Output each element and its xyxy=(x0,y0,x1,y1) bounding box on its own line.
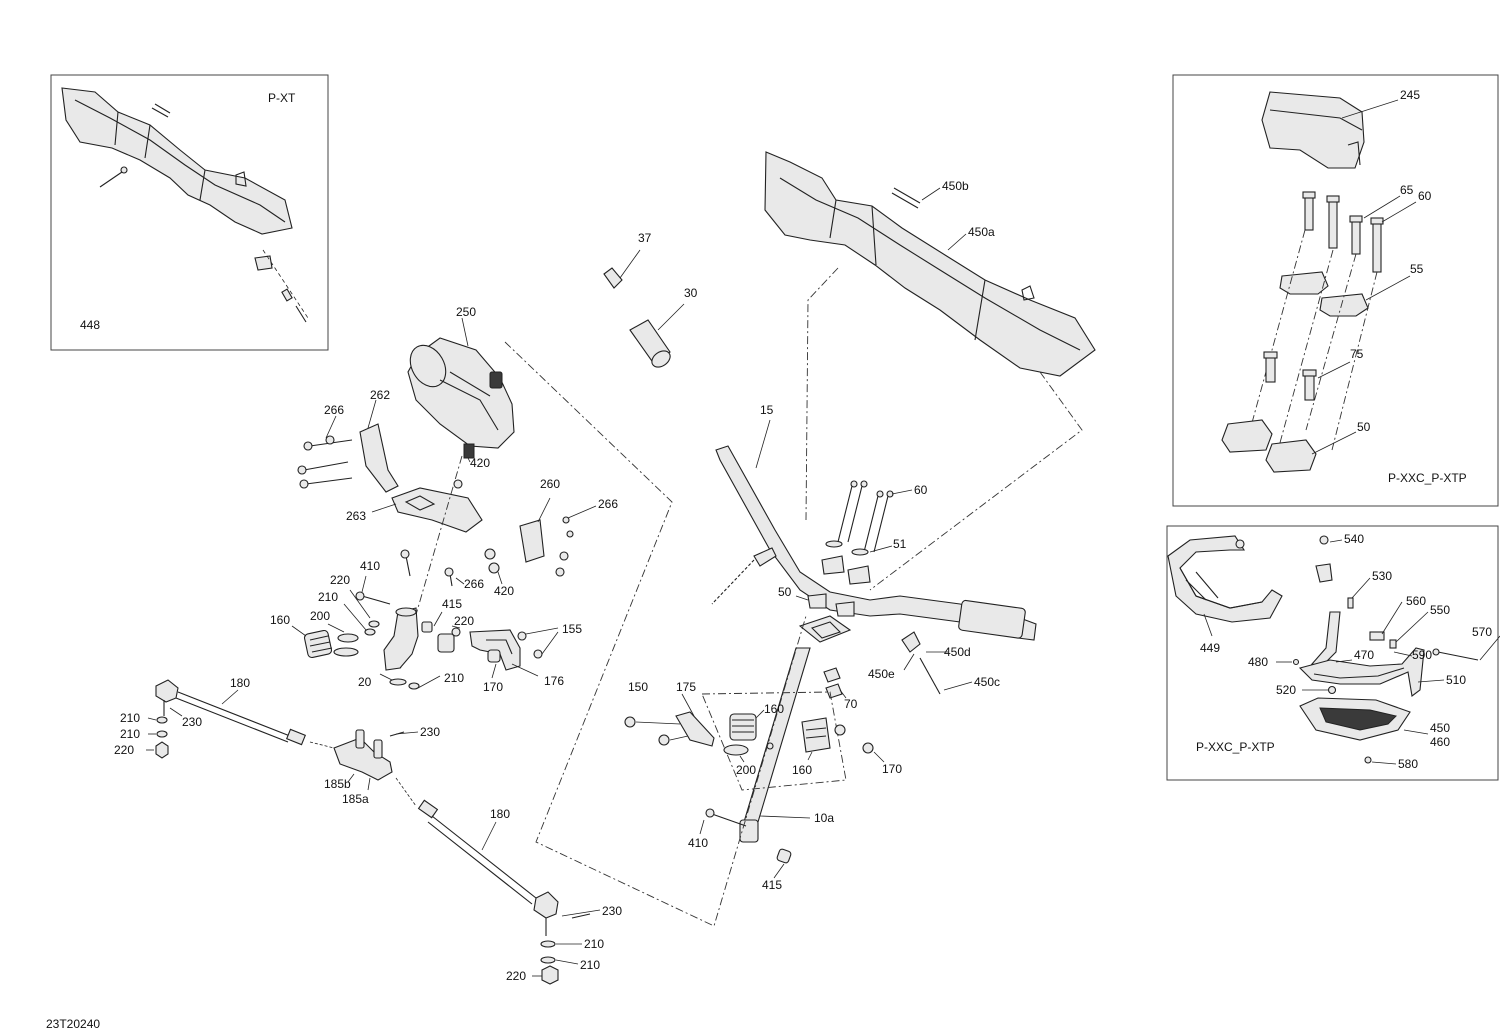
callout-200-a: 200 xyxy=(310,609,330,623)
callout-250: 250 xyxy=(456,305,476,319)
callout-180-a: 180 xyxy=(230,676,250,690)
tie-rods xyxy=(146,679,601,985)
callout-210-b: 210 xyxy=(444,671,464,685)
callout-450b: 450b xyxy=(942,179,969,193)
guard-callout-570: 570 xyxy=(1472,625,1492,639)
inset-pxt-title: P-XT xyxy=(268,91,296,105)
callout-266-b: 266 xyxy=(598,497,618,511)
riser-bolts xyxy=(1302,191,1384,273)
callout-175: 175 xyxy=(676,680,696,694)
callout-266-c: 266 xyxy=(464,577,484,591)
callout-155: 155 xyxy=(562,622,582,636)
callout-185a: 185a xyxy=(342,792,369,806)
callout-210-a: 210 xyxy=(318,590,338,604)
callout-220-a: 220 xyxy=(330,573,350,587)
callout-210-e: 210 xyxy=(584,937,604,951)
callout-160-c: 160 xyxy=(270,613,290,627)
guard-callout-520: 520 xyxy=(1276,683,1296,697)
callout-160-a: 160 xyxy=(764,702,784,716)
callout-185b: 185b xyxy=(324,777,351,791)
callout-60: 60 xyxy=(914,483,928,497)
inset-riser-title: P-XXC_P-XTP xyxy=(1388,471,1467,485)
callout-450d: 450d xyxy=(944,645,971,659)
guard-callout-460: 460 xyxy=(1430,735,1450,749)
guard-callout-480: 480 xyxy=(1248,655,1268,669)
callout-15: 15 xyxy=(760,403,774,417)
inset-pxt-part-label: 448 xyxy=(80,318,100,332)
clamp-bolts xyxy=(837,480,894,553)
main-callouts: 37 30 15 450b 450a 60 51 50 450d 450e 45… xyxy=(114,179,1000,983)
callout-420-a: 420 xyxy=(470,456,490,470)
guard-callout-540: 540 xyxy=(1344,532,1364,546)
callout-410-b: 410 xyxy=(688,836,708,850)
riser-callout-245: 245 xyxy=(1400,88,1420,102)
callout-230-a: 230 xyxy=(182,715,202,729)
guard-callout-590: 590 xyxy=(1412,648,1432,662)
riser-callout-60: 60 xyxy=(1418,189,1432,203)
callout-200-b: 200 xyxy=(736,763,756,777)
callout-210-d: 210 xyxy=(120,727,140,741)
guard-callout-580: 580 xyxy=(1398,757,1418,771)
handlebar-assembly xyxy=(603,151,1096,879)
guard-callout-470: 470 xyxy=(1354,648,1374,662)
callout-170-b: 170 xyxy=(882,762,902,776)
callout-260: 260 xyxy=(540,477,560,491)
callout-210-f: 210 xyxy=(580,958,600,972)
document-code: 23T20240 xyxy=(46,1017,100,1031)
callout-450e: 450e xyxy=(868,667,895,681)
callout-263: 263 xyxy=(346,509,366,523)
callout-150: 150 xyxy=(628,680,648,694)
guard-callout-560: 560 xyxy=(1406,594,1426,608)
callout-220-c: 220 xyxy=(114,743,134,757)
callout-410-a: 410 xyxy=(360,559,380,573)
callout-10a: 10a xyxy=(814,811,834,825)
inset-pxt: P-XT 448 xyxy=(50,74,329,351)
callout-266-a: 266 xyxy=(324,403,344,417)
inset-guard-title: P-XXC_P-XTP xyxy=(1196,740,1275,754)
callout-180-b: 180 xyxy=(490,807,510,821)
callout-450c: 450c xyxy=(974,675,1000,689)
riser-callout-65: 65 xyxy=(1400,183,1414,197)
left-bolts xyxy=(297,435,353,489)
inset-riser: 245 65 60 55 75 50 P-XXC_P-XTP xyxy=(1172,74,1499,507)
guard-callout-550: 550 xyxy=(1430,603,1450,617)
callout-20: 20 xyxy=(358,675,372,689)
callout-262: 262 xyxy=(370,388,390,402)
callout-37: 37 xyxy=(638,231,652,245)
guard-callout-449: 449 xyxy=(1200,641,1220,655)
riser-callout-55: 55 xyxy=(1410,262,1424,276)
callout-450a: 450a xyxy=(968,225,995,239)
guard-callout-510: 510 xyxy=(1446,673,1466,687)
callout-70: 70 xyxy=(844,697,858,711)
callout-230-c: 230 xyxy=(602,904,622,918)
callout-210-c: 210 xyxy=(120,711,140,725)
power-steering-assembly xyxy=(291,317,807,927)
riser-callout-75: 75 xyxy=(1350,347,1364,361)
callout-415-a: 415 xyxy=(442,597,462,611)
guard-callout-450: 450 xyxy=(1430,721,1450,735)
callout-230-b: 230 xyxy=(420,725,440,739)
callout-50: 50 xyxy=(778,585,792,599)
callout-220-d: 220 xyxy=(506,969,526,983)
callout-170-a: 170 xyxy=(483,680,503,694)
callout-160-b: 160 xyxy=(792,763,812,777)
guard-callout-530: 530 xyxy=(1372,569,1392,583)
callout-420-b: 420 xyxy=(494,584,514,598)
callout-51: 51 xyxy=(893,537,907,551)
callout-415-b: 415 xyxy=(762,878,782,892)
callout-30: 30 xyxy=(684,286,698,300)
callout-176: 176 xyxy=(544,674,564,688)
riser-callout-50: 50 xyxy=(1357,420,1371,434)
callout-220-b: 220 xyxy=(454,614,474,628)
inset-handguard: 540 530 560 550 570 449 480 470 590 520 … xyxy=(1166,525,1500,781)
